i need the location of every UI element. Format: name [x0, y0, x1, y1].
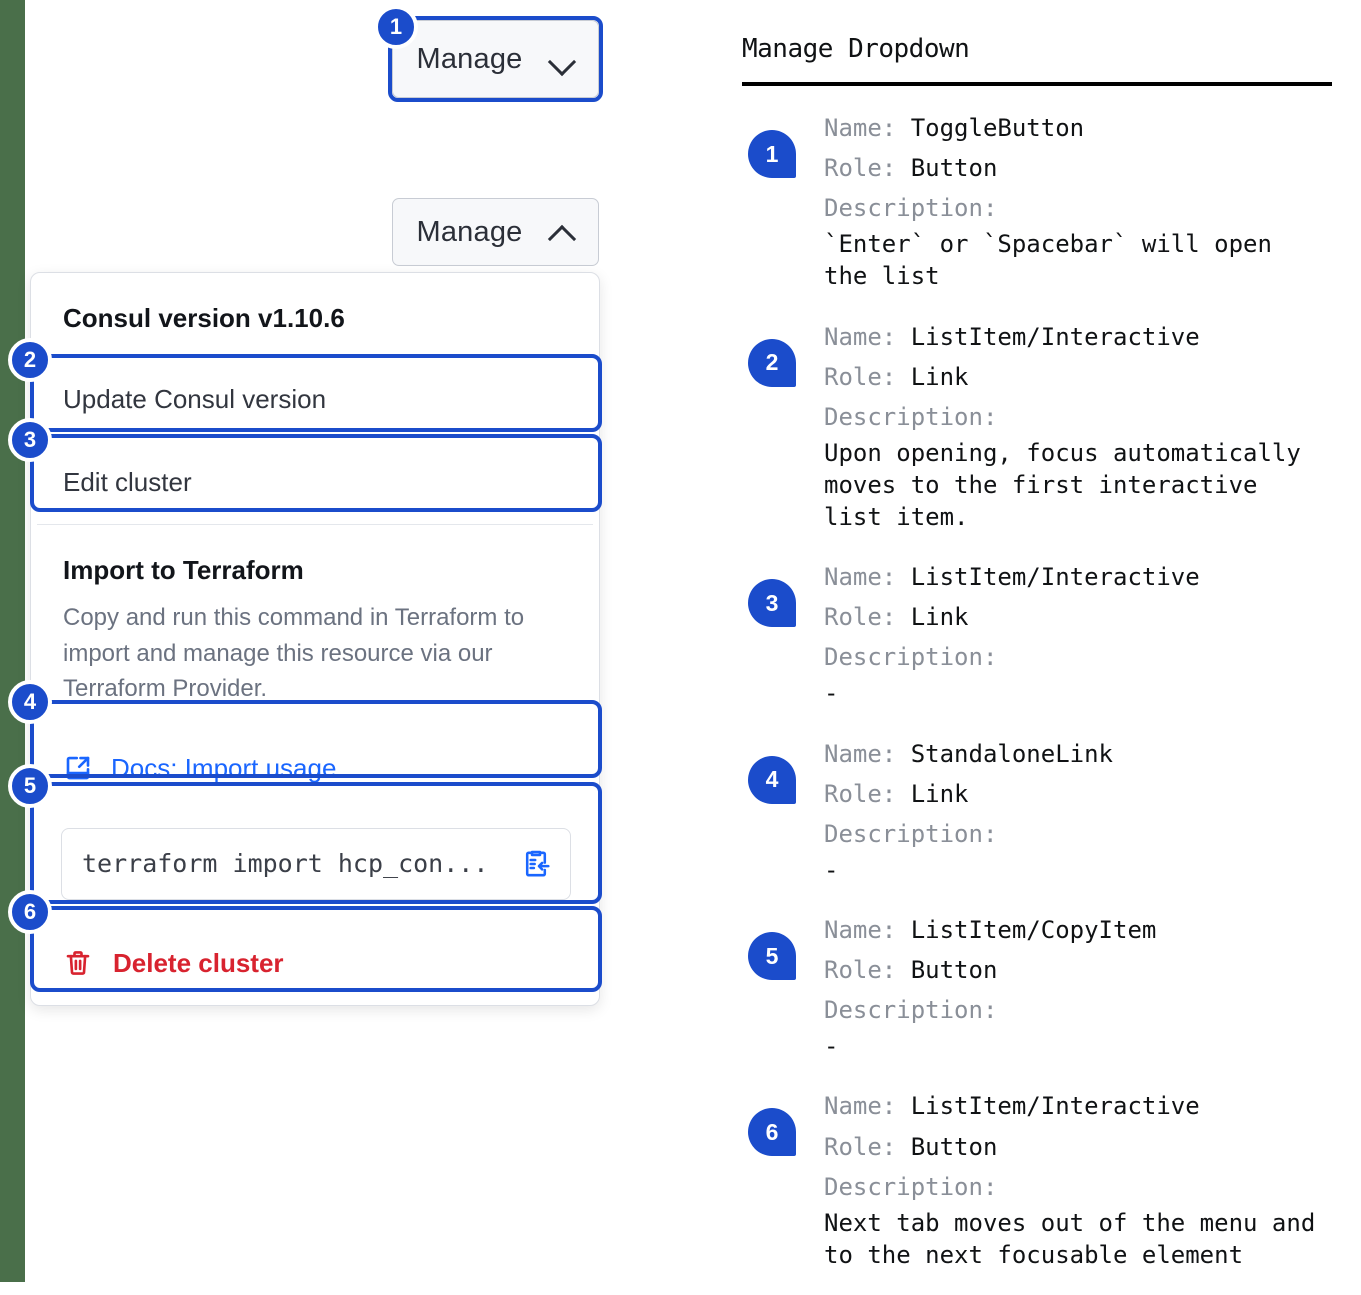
terraform-command-wrapper: terraform import hcp_con...	[31, 808, 599, 924]
spec-pin-6: 6	[748, 1108, 796, 1157]
spec-name-label: Name:	[824, 1092, 897, 1121]
spec-description-label: Description:	[824, 402, 998, 431]
spec-pin-3: 3	[748, 579, 796, 628]
docs-external-link-icon	[63, 753, 93, 783]
spec-name-label: Name:	[824, 114, 897, 142]
spec-role-label: Role:	[824, 362, 897, 391]
spec-name-label: Name:	[824, 563, 897, 592]
page-left-edge-strip	[0, 0, 25, 1282]
spec-description-value: Upon opening, focus automatically moves …	[824, 438, 1301, 532]
spec-role-label: Role:	[824, 956, 897, 985]
docs-import-usage-label: Docs: Import usage	[111, 752, 337, 783]
mock-ui-column: Manage 1 Manage Consul version v1.10.6 U…	[0, 0, 700, 1282]
chevron-down-icon	[549, 46, 575, 72]
terraform-command-value: terraform import hcp_con...	[82, 849, 489, 879]
spec-description-label: Description:	[824, 996, 998, 1025]
annotation-badge-4: 4	[8, 680, 52, 724]
spec-name-value: ListItem/Interactive	[910, 563, 1200, 592]
spec-description-label: Description:	[824, 643, 998, 672]
spec-name-label: Name:	[824, 739, 897, 768]
spec-name-label: Name:	[824, 916, 897, 945]
spec-item: 1 Name: ToggleButton Role: Button Descri…	[742, 108, 1332, 293]
spec-item: 2 Name: ListItem/Interactive Role: Link …	[742, 317, 1332, 534]
spec-description-value: -	[824, 855, 839, 884]
spec-role-value: Link	[910, 362, 969, 391]
menu-item-update-consul-version[interactable]: Update Consul version	[63, 384, 327, 414]
spec-item: 3 Name: ListItem/Interactive Role: Link …	[742, 557, 1332, 709]
spec-item-list: 1 Name: ToggleButton Role: Button Descri…	[742, 108, 1332, 1271]
spec-pin-5: 5	[748, 932, 796, 981]
annotation-badge-3: 3	[8, 418, 52, 462]
spec-item: 6 Name: ListItem/Interactive Role: Butto…	[742, 1086, 1332, 1271]
spec-description-value: `Enter` or `Spacebar` will open the list	[824, 230, 1272, 291]
spec-role-value: Button	[910, 1132, 998, 1161]
manage-toggle-button-expanded[interactable]: Manage	[392, 198, 599, 266]
spec-item: 4 Name: StandaloneLink Role: Link Descri…	[742, 734, 1332, 886]
annotation-badge-1: 1	[374, 5, 418, 49]
manage-toggle-button-collapsed[interactable]: Manage	[392, 20, 599, 98]
menu-divider	[37, 524, 593, 525]
import-to-terraform-body: Copy and run this command in Terraform t…	[63, 604, 525, 703]
annotation-badge-2: 2	[8, 338, 52, 382]
spec-name-value: StandaloneLink	[910, 739, 1113, 768]
import-to-terraform-title: Import to Terraform	[63, 555, 304, 585]
manage-button-label-expanded: Manage	[416, 215, 523, 248]
spec-role-value: Button	[910, 154, 998, 183]
spec-pin-4: 4	[748, 755, 796, 804]
consul-version-heading: Consul version v1.10.6	[63, 303, 345, 333]
spec-name-value: ListItem/Interactive	[910, 322, 1200, 351]
spec-role-label: Role:	[824, 1132, 897, 1161]
spec-name-value: ListItem/Interactive	[910, 1092, 1200, 1121]
spec-description-label: Description:	[824, 194, 998, 223]
spec-role-value: Button	[910, 956, 998, 985]
chevron-up-icon	[549, 219, 575, 245]
delete-cluster-label: Delete cluster	[113, 947, 284, 978]
trash-icon	[63, 948, 93, 978]
spec-role-label: Role:	[824, 779, 897, 808]
terraform-command-field[interactable]: terraform import hcp_con...	[61, 827, 571, 900]
annotation-badge-5: 5	[8, 764, 52, 808]
spec-title-divider	[742, 82, 1332, 86]
manage-dropdown-panel: Consul version v1.10.6 Update Consul ver…	[30, 272, 600, 1006]
spec-name-value: ListItem/CopyItem	[910, 916, 1157, 945]
copy-to-clipboard-icon[interactable]	[520, 848, 552, 880]
spec-pin-1: 1	[748, 130, 796, 178]
manage-button-label: Manage	[416, 42, 523, 75]
spec-description-value: Next tab moves out of the menu and to th…	[824, 1208, 1316, 1269]
spec-title: Manage Dropdown	[742, 34, 970, 64]
menu-item-docs-import-usage[interactable]: Docs: Import usage	[31, 729, 599, 808]
menu-item-edit-cluster[interactable]: Edit cluster	[63, 467, 192, 497]
spec-role-value: Link	[910, 603, 969, 632]
spec-description-value: -	[824, 1032, 839, 1061]
menu-item-delete-cluster[interactable]: Delete cluster	[31, 924, 599, 1005]
spec-name-label: Name:	[824, 322, 897, 351]
spec-role-value: Link	[910, 779, 969, 808]
spec-item: 5 Name: ListItem/CopyItem Role: Button D…	[742, 910, 1332, 1062]
spec-description-value: -	[824, 679, 839, 708]
spec-role-label: Role:	[824, 154, 897, 183]
spec-role-label: Role:	[824, 603, 897, 632]
spec-column: Manage Dropdown 1 Name: ToggleButton Rol…	[742, 34, 1332, 1295]
spec-pin-2: 2	[748, 338, 796, 387]
spec-name-value: ToggleButton	[910, 114, 1085, 142]
spec-description-label: Description:	[824, 1172, 998, 1201]
annotation-badge-6: 6	[8, 890, 52, 934]
spec-description-label: Description:	[824, 819, 998, 848]
